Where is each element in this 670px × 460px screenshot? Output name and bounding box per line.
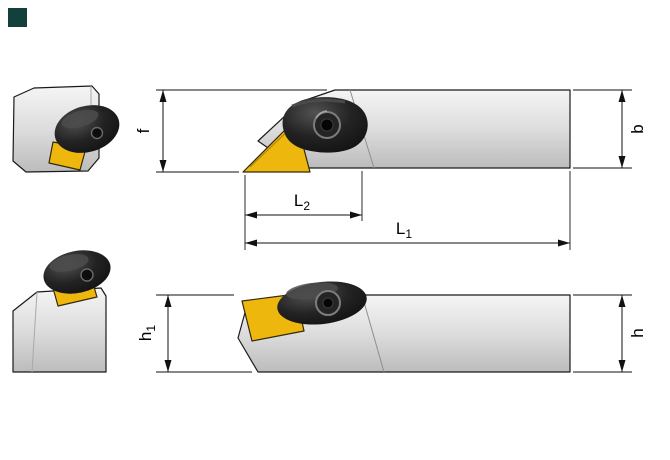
dimension-f: f — [134, 89, 327, 173]
dimension-h1: h1 — [136, 294, 252, 373]
dimension-b: b — [573, 89, 647, 169]
side-view-screw-center — [320, 118, 334, 132]
dim-label-l2-sub: 2 — [303, 199, 310, 213]
top-view-head-facet-line — [31, 291, 38, 373]
top-view-full — [237, 281, 571, 373]
brand-logo-square — [8, 8, 27, 27]
top-view-head-screw — [80, 268, 94, 282]
top-view-full-head-shank-boundary — [361, 294, 385, 373]
dimension-l2: L2 — [245, 171, 363, 221]
dim-label-l1: L1 — [396, 219, 412, 241]
dimension-l1: L1 — [244, 171, 571, 250]
dim-label-f: f — [134, 128, 153, 133]
end-view-screw — [90, 126, 104, 140]
end-view-clamp-highlight — [61, 109, 99, 129]
top-view-head-clamp-highlight — [49, 254, 89, 272]
dim-label-b: b — [628, 124, 647, 133]
dim-label-h: h — [628, 328, 647, 337]
dim-label-l1-base: L — [396, 219, 405, 238]
side-view — [242, 89, 571, 173]
top-view-full-screw-center — [322, 297, 334, 309]
dimension-h: h — [573, 294, 647, 373]
end-view — [12, 85, 120, 173]
dim-label-l2-base: L — [294, 191, 303, 210]
dim-label-h1: h1 — [136, 325, 158, 341]
top-view-head — [12, 250, 111, 373]
dim-label-h1-base: h — [136, 332, 155, 341]
side-view-clamp-highlight — [291, 98, 346, 108]
dim-label-h1-sub: 1 — [144, 325, 158, 332]
dim-label-l1-sub: 1 — [405, 227, 412, 241]
side-view-screw-glint — [315, 110, 328, 119]
dim-label-l2: L2 — [294, 191, 310, 213]
